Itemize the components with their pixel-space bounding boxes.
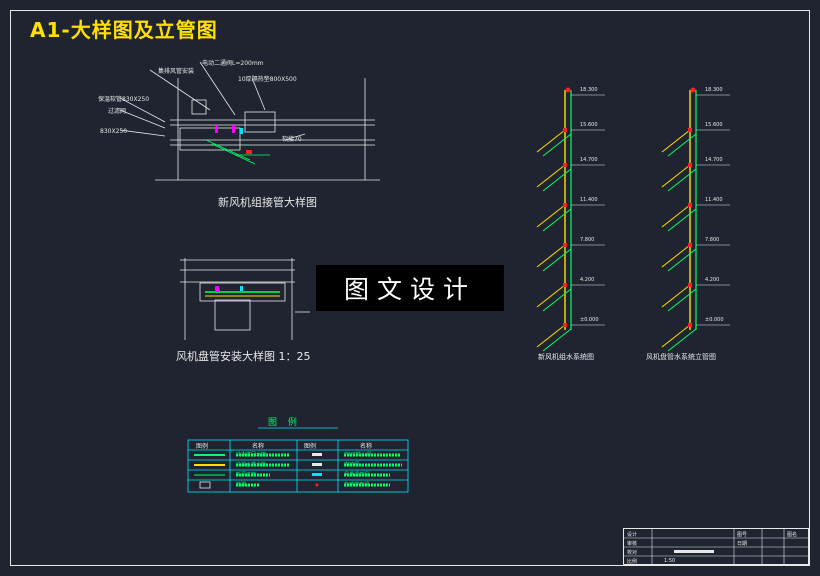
tb-scale-label: 比例: [627, 559, 638, 565]
right-branch: [661, 164, 691, 188]
ahu-detail-caption: 新风机组接管大样图: [218, 196, 317, 209]
riser-left-level: 11.400: [580, 197, 598, 203]
right-valve: [688, 203, 692, 207]
right-branch: [667, 248, 697, 272]
label-size: 830X250: [100, 128, 128, 135]
right-branch: [661, 284, 691, 308]
riser-right-level: ±0.000: [705, 317, 724, 323]
riser-right-level: 4.200: [705, 277, 720, 283]
right-branch: [667, 288, 697, 312]
left-valve: [563, 323, 567, 327]
right-branch: [661, 129, 691, 153]
right-branch: [667, 133, 697, 157]
riser-left-level: 14.700: [580, 157, 598, 163]
left-valve: [563, 128, 567, 132]
right-branch: [667, 208, 697, 232]
legend-name-3: 新风立管: [236, 472, 257, 478]
right-valve: [688, 323, 692, 327]
left-air-vent: [565, 87, 571, 93]
legend-name-4: 地漏: [236, 482, 247, 488]
legend-text-lines: [236, 453, 402, 487]
legend-title: 图 例: [268, 418, 301, 428]
sheet-border: [10, 10, 810, 566]
right-branch: [661, 244, 691, 268]
left-branch: [542, 133, 572, 157]
ahu-detail: [119, 61, 380, 181]
legend-name2-4: 自动排气阀: [344, 482, 370, 488]
legend-table: [187, 427, 409, 493]
riser-right-level: 15.600: [705, 122, 723, 128]
right-branch: [661, 324, 691, 348]
left-branch: [536, 164, 566, 188]
left-branch: [542, 208, 572, 232]
left-valve: [563, 163, 567, 167]
label-pad: 10厚隔热垫800X500: [238, 76, 297, 83]
legend-header-3: 图例: [304, 443, 317, 450]
riser-right-caption: 风机盘管水系统立管图: [646, 353, 716, 361]
riser-right-level: 11.400: [705, 197, 723, 203]
legend-name-2: 冷凝水排水管: [236, 462, 267, 468]
tb-check: 校对: [627, 550, 638, 556]
fcu-detail-caption: 风机盘管安装大样图 1：25: [176, 350, 311, 363]
riser-right-level: 14.700: [705, 157, 723, 163]
tb-drawing-no: 图号: [737, 532, 748, 538]
right-valve: [688, 163, 692, 167]
left-valve: [563, 243, 567, 247]
right-valve: [688, 128, 692, 132]
label-valve: 电动二通阀L=200mm: [202, 60, 264, 67]
legend-symbols: [194, 453, 322, 489]
fcu-detail: [180, 258, 310, 340]
riser-left-level: 7.800: [580, 237, 595, 243]
right-branch: [667, 328, 697, 352]
title-block-grid: [624, 529, 810, 566]
label-filter: 过滤网: [108, 108, 127, 115]
label-hose: 保温软管830X250: [98, 96, 150, 103]
riser-right-level: 7.800: [705, 237, 720, 243]
label-exhaust: 集排风管安装: [158, 68, 195, 75]
left-branch: [536, 204, 566, 228]
title-block: 设计 审核 校对 比例 1:50 图号 日期 图名: [623, 528, 810, 566]
left-branch: [536, 129, 566, 153]
legend-name2-2: 电动阀: [344, 462, 360, 468]
riser-left-level: 15.600: [580, 122, 598, 128]
right-valve: [688, 283, 692, 287]
right-air-vent: [690, 87, 696, 93]
watermark: 图文设计: [316, 265, 504, 311]
left-valve: [563, 283, 567, 287]
right-branch: [667, 168, 697, 192]
left-branch: [536, 244, 566, 268]
riser-left-level: 18.300: [580, 87, 598, 93]
tb-review: 审核: [627, 541, 638, 547]
fcu-pipes: [205, 286, 280, 297]
right-branch: [661, 204, 691, 228]
left-branch: [542, 168, 572, 192]
legend-header-1: 图例: [196, 443, 209, 450]
label-flex: 软接70: [282, 136, 302, 143]
tb-scale-value: 1:50: [664, 558, 676, 564]
legend-header-4: 名称: [360, 443, 373, 450]
riser-left-level: 4.200: [580, 277, 595, 283]
riser-right-level: 18.300: [705, 87, 723, 93]
legend-name-1: 冷冻供回水管: [236, 452, 267, 458]
sheet-title: A1-大样图及立管图: [30, 18, 218, 42]
legend-name2-1: 70℃防火阀: [344, 452, 371, 458]
left-branch: [536, 324, 566, 348]
left-branch: [542, 288, 572, 312]
legend-name2-3: 风量调节阀: [344, 472, 370, 478]
left-branch: [542, 328, 572, 352]
tb-date: 日期: [737, 541, 748, 547]
tb-name: 图名: [787, 532, 798, 538]
right-valve: [688, 243, 692, 247]
legend-header-2: 名称: [252, 443, 265, 450]
left-branch: [542, 248, 572, 272]
riser-left-level: ±0.000: [580, 317, 599, 323]
ahu-valves: [215, 125, 252, 154]
left-valve: [563, 203, 567, 207]
riser-left-caption: 新风机组水系统图: [538, 353, 594, 361]
left-branch: [536, 284, 566, 308]
tb-design: 设计: [627, 532, 638, 538]
